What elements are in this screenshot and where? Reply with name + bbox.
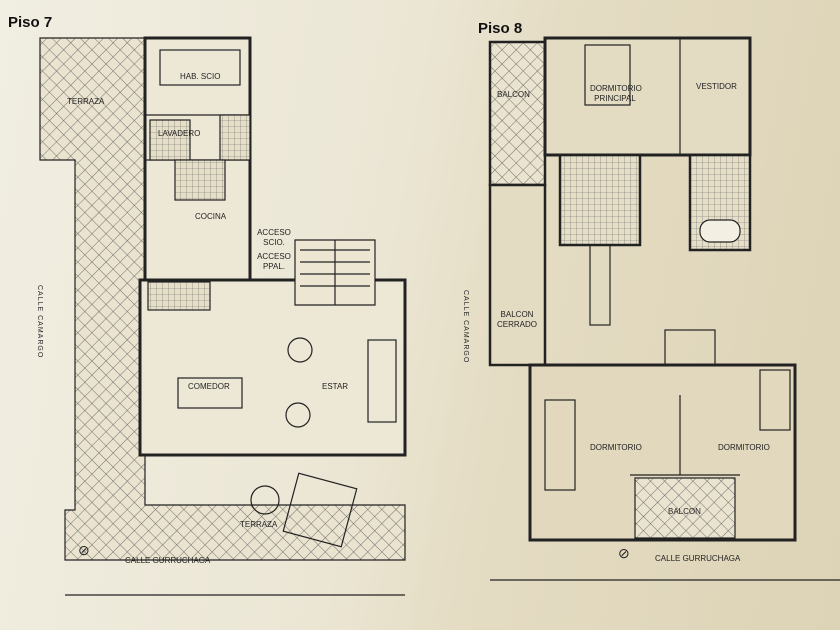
room-label-master-bedroom: DORMITORIO PRINCIPAL (590, 84, 642, 103)
street-label-gurruchaga-7: CALLE GURRUCHAGA (125, 556, 211, 565)
label-main-access: ACCESO PPAL. (257, 252, 291, 271)
room-label-bedroom-right: DORMITORIO (718, 443, 770, 452)
room-label-kitchen: COCINA (195, 212, 227, 221)
street-label-camargo-7: CALLE CAMARGO (36, 285, 43, 359)
north-arrow-icon: ⊘ (618, 545, 630, 561)
room-label-closed-balcony: BALCON CERRADO (496, 310, 537, 329)
street-label-gurruchaga-8: CALLE GURRUCHAGA (655, 554, 741, 563)
label-service-access: ACCESO SCIO. (257, 228, 291, 247)
floor-8-title: Piso 8 (478, 20, 523, 37)
room-label-balcony-top: BALCON (497, 90, 530, 99)
room-label-terrace-bottom: TERRAZA (240, 520, 278, 529)
room-label-bedroom-left: DORMITORIO (590, 443, 642, 452)
room-label-laundry: LAVADERO (158, 129, 201, 138)
room-label-terrace-top: TERRAZA (67, 97, 105, 106)
room-label-dining: COMEDOR (188, 382, 230, 391)
floor-7-title: Piso 7 (8, 14, 53, 31)
room-label-dressing: VESTIDOR (696, 82, 737, 91)
north-arrow-icon: ⊘ (78, 542, 90, 558)
room-label-living: ESTAR (322, 382, 349, 391)
room-label-balcony-bottom: BALCON (668, 507, 701, 516)
room-label-maid-room: HAB. SCIO (180, 72, 221, 81)
street-label-camargo-8: CALLE CAMARGO (462, 290, 469, 364)
